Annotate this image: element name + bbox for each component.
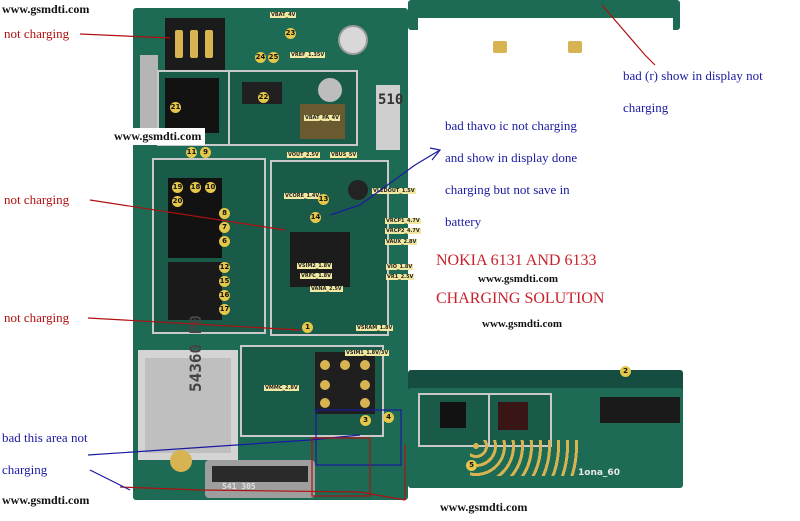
strip-code: 510 <box>378 92 404 108</box>
marker-23: 23 <box>285 28 296 39</box>
marker-6: 6 <box>219 236 230 247</box>
label-not-charging-top: not charging <box>4 26 70 41</box>
marker-16: 16 <box>219 290 230 301</box>
marker-14: 14 <box>310 212 321 223</box>
tag-vr1: VR1_2.5V <box>386 274 415 280</box>
marker-25: 25 <box>268 52 279 63</box>
marker-7: 7 <box>219 222 230 233</box>
marker-5: 5 <box>466 460 477 471</box>
tag-vrcp2: VRCP2_4.7V <box>385 228 421 234</box>
bottom-code: 541 305 <box>222 482 256 491</box>
tag-vsim2: VSIM2_1.8V <box>297 263 333 269</box>
marker-2: 2 <box>620 366 631 377</box>
tag-vledout: VLEDOUT_1.5V <box>372 188 416 194</box>
tag-vcore: VCORE_1.4V <box>284 193 321 199</box>
marker-3: 3 <box>360 415 371 426</box>
marker-9: 9 <box>200 147 211 158</box>
watermark-bottom-center: www.gsmdti.com <box>440 500 528 514</box>
watermark-bottom-left: www.gsmdti.com <box>2 493 90 507</box>
label-not-charging-mid: not charging <box>4 192 70 207</box>
tag-vbat: VBAT_4V <box>270 12 297 18</box>
marker-15: 15 <box>219 276 230 287</box>
marker-11: 11 <box>186 147 197 158</box>
label-bad-thavo-3: charging but not save in <box>445 182 570 197</box>
marker-13: 13 <box>318 194 329 205</box>
flex-code: 1ona_60 <box>578 468 620 478</box>
marker-20: 20 <box>172 196 183 207</box>
label-bad-area-1: bad this area not <box>2 430 88 445</box>
tag-vsram: VSRAM_1.8V <box>356 325 394 331</box>
tag-vmmc: VMMC_2.8V <box>264 385 299 391</box>
watermark-top-left: www.gsmdti.com <box>2 2 90 16</box>
label-bad-thavo-4: battery <box>445 214 482 229</box>
tag-vref: VREF_1.35V <box>290 52 326 58</box>
marker-1: 1 <box>302 322 313 333</box>
marker-19: 19 <box>172 182 183 193</box>
marker-10: 10 <box>205 182 216 193</box>
watermark-title-2: www.gsmdti.com <box>482 318 563 330</box>
watermark-title-1: www.gsmdti.com <box>478 273 559 285</box>
marker-17: 17 <box>219 304 230 315</box>
marker-24: 24 <box>255 52 266 63</box>
marker-21: 21 <box>170 102 181 113</box>
label-bad-display-1: bad (r) show in display not <box>623 68 763 83</box>
tag-vbat-pa: VBAT_PA_4V <box>304 115 340 121</box>
label-not-charging-low: not charging <box>4 310 70 325</box>
marker-4: 4 <box>383 412 394 423</box>
title-model: NOKIA 6131 AND 6133 <box>436 252 597 269</box>
tag-vrfc: VRFC_1.8V <box>300 273 333 279</box>
tag-vsim1: VSIM1_1.8V/3V <box>345 350 390 356</box>
tag-vana: VANA_2.5V <box>310 286 343 292</box>
title-solution: CHARGING SOLUTION <box>436 290 605 307</box>
tag-vrcp1: VRCP1_4.7V <box>385 218 421 224</box>
label-bad-thavo-2: and show in display done <box>445 150 578 165</box>
tag-vio: VIO_1.8V <box>386 264 414 270</box>
marker-18: 18 <box>190 182 201 193</box>
marker-8: 8 <box>219 208 230 219</box>
watermark-board-banner: www.gsmdti.com <box>110 128 206 145</box>
tag-vout: VOUT_2.5V <box>287 152 320 158</box>
tag-vbus: VBUS_5V <box>330 152 358 158</box>
marker-22: 22 <box>258 92 269 103</box>
label-bad-area-2: charging <box>2 462 48 477</box>
tag-vaux: VAUX_2.8V <box>385 239 418 245</box>
marker-12: 12 <box>219 262 230 273</box>
label-bad-display-2: charging <box>623 100 669 115</box>
label-bad-thavo-1: bad thavo ic not charging <box>445 118 577 133</box>
